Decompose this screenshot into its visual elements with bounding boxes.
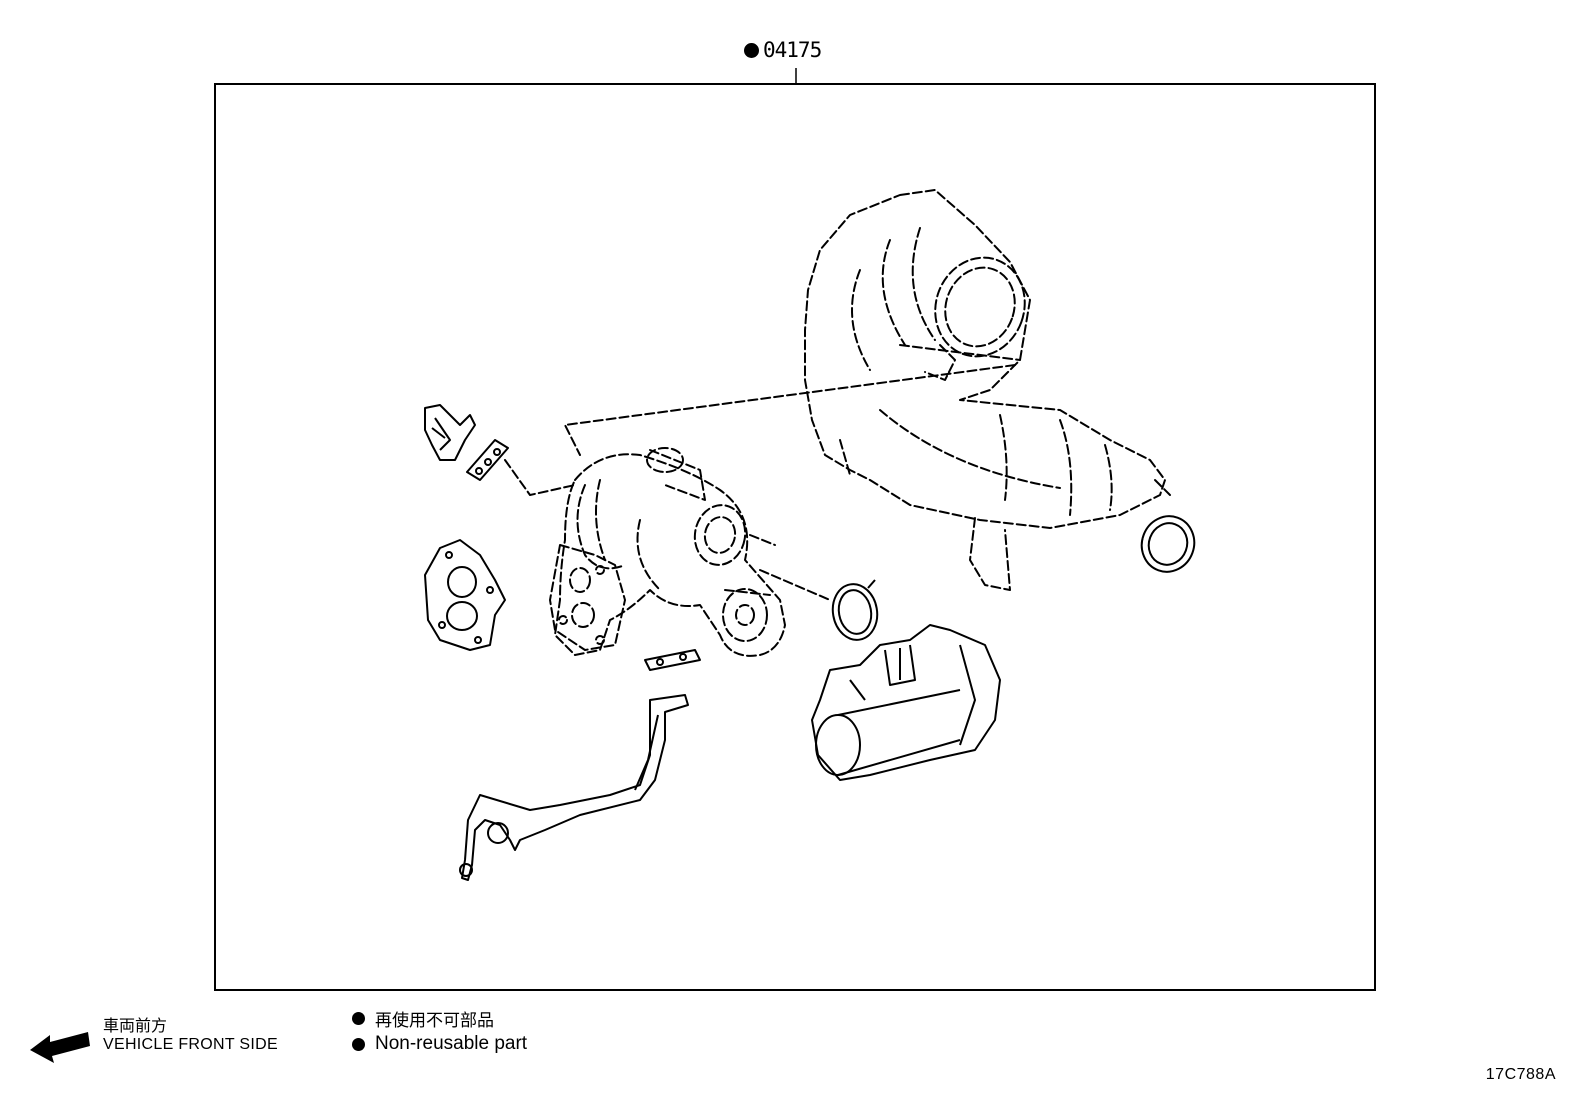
oil-inlet-gasket — [466, 439, 509, 481]
figure-code: 17C788A — [1485, 1066, 1556, 1083]
non-reusable-dot-icon — [744, 42, 759, 58]
leader-manifold-to-turbo — [564, 364, 1016, 456]
legend: 再使用不可部品 Non-reusable part — [352, 1005, 527, 1057]
legend-label-jp: 再使用不可部品 — [375, 1010, 494, 1031]
part-callout: 04175 — [744, 38, 822, 62]
turbo-manifold-gasket — [424, 539, 506, 651]
leader-gasket-to-turbo — [504, 459, 576, 496]
arrow-left-icon — [30, 1032, 90, 1063]
part-number: 04175 — [763, 38, 822, 62]
legend-row-en: Non-reusable part — [352, 1031, 527, 1057]
oil-pipe — [459, 694, 689, 881]
non-reusable-dot-icon — [352, 1011, 365, 1025]
ring-gasket-center — [831, 579, 879, 641]
exhaust-manifold-catalyst — [804, 189, 1171, 591]
bracket — [424, 404, 476, 461]
turbocharger — [549, 447, 786, 657]
non-reusable-dot-icon — [352, 1037, 365, 1051]
oil-outlet-gasket — [644, 649, 701, 671]
legend-label-en: Non-reusable part — [375, 1033, 528, 1054]
legend-row-jp: 再使用不可部品 — [352, 1005, 527, 1031]
diagram-frame — [214, 83, 1376, 991]
air-duct — [811, 624, 1001, 781]
ring-gasket-right — [1140, 515, 1196, 573]
vehicle-front-label-jp: 車両前方 — [103, 1016, 168, 1035]
leader-ring-to-turbo — [759, 569, 831, 601]
vehicle-front-label-en: VEHICLE FRONT SIDE — [103, 1036, 278, 1053]
